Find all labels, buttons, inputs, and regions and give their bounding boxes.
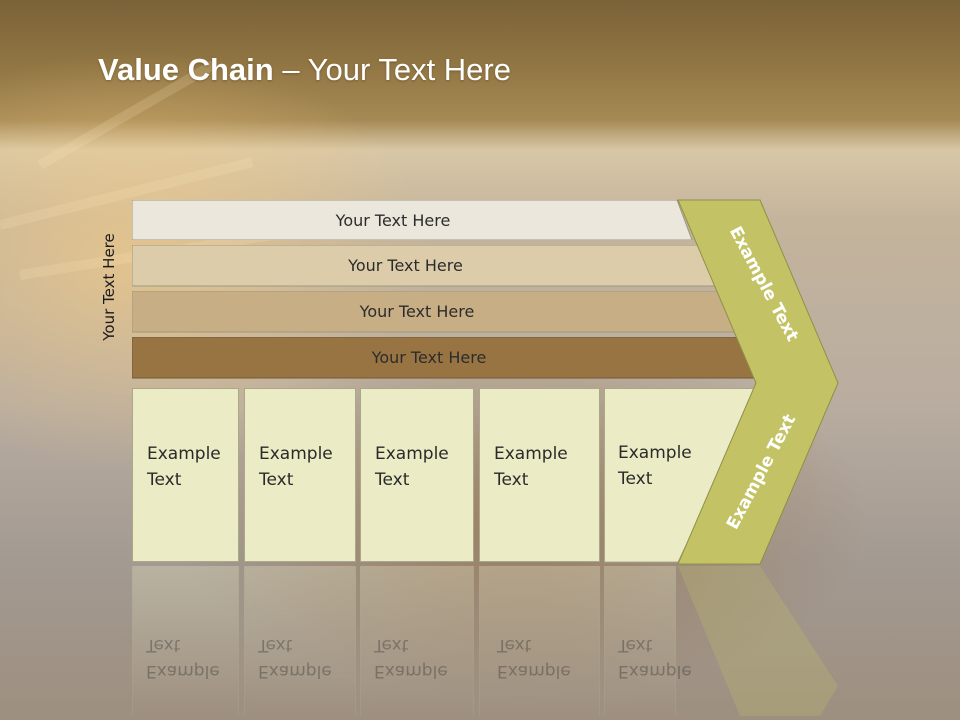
slide-title: Value Chain – Your Text Here xyxy=(98,52,511,88)
margin-chevron xyxy=(677,199,839,565)
reflection: Example Text Example Text Example Text E… xyxy=(0,566,960,720)
primary-activity-2: Example Text xyxy=(244,388,356,562)
support-band-2: Your Text Here xyxy=(132,245,719,287)
title-bold: Value Chain xyxy=(98,52,274,87)
reflection-text-3: Example Text xyxy=(374,635,448,681)
support-band-4: Your Text Here xyxy=(132,337,766,379)
primary-activity-5-shape xyxy=(604,388,763,563)
title-rest: – Your Text Here xyxy=(273,52,511,87)
primary-activity-3: Example Text xyxy=(360,388,474,562)
support-band-label: Your Text Here xyxy=(359,301,475,321)
support-band-label: Your Text Here xyxy=(335,210,451,230)
support-band-3: Your Text Here xyxy=(132,291,742,333)
primary-activity-4: Example Text xyxy=(479,388,600,562)
primary-activity-1: Example Text xyxy=(132,388,239,562)
reflection-text-2: Example Text xyxy=(258,635,332,681)
reflection-text-4: Example Text xyxy=(497,635,571,681)
reflection-text-1: Example Text xyxy=(146,635,220,681)
support-band-1: Your Text Here xyxy=(132,200,694,240)
support-band-label: Your Text Here xyxy=(371,347,487,367)
side-label: Your Text Here xyxy=(100,233,118,341)
support-band-label: Your Text Here xyxy=(348,255,463,275)
primary-activity-5: Example Text xyxy=(618,443,692,489)
